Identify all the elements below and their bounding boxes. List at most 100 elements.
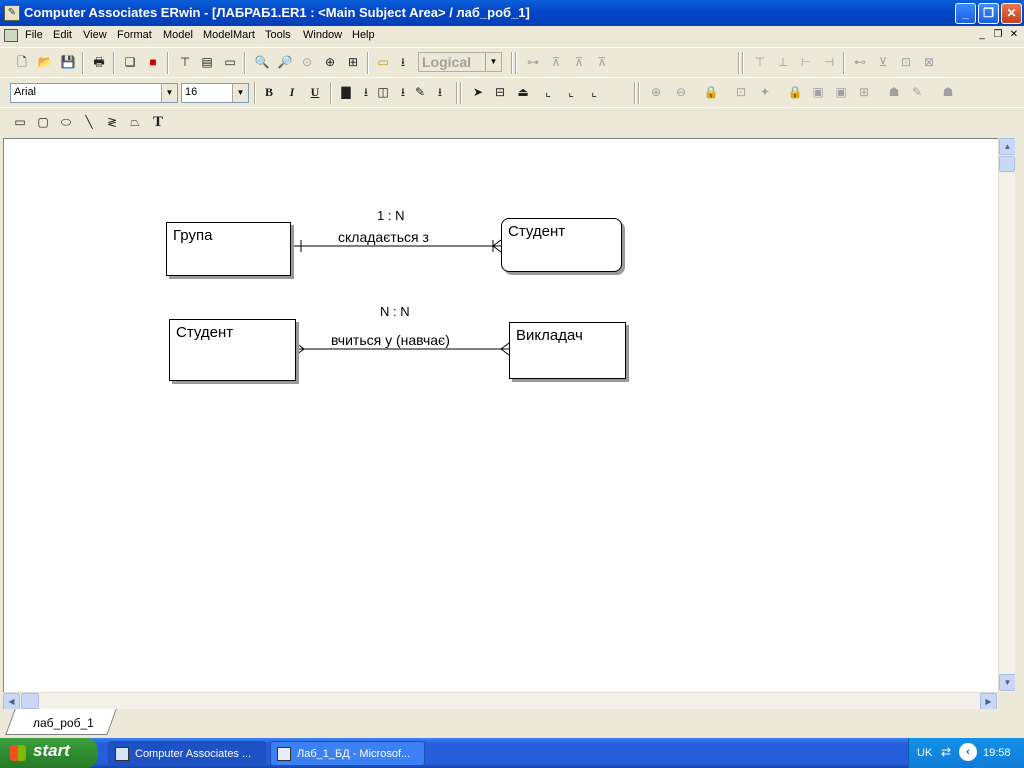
maximize-button[interactable]: ❐ [978, 3, 999, 24]
entity-vykladach[interactable]: Викладач [509, 322, 626, 379]
horizontal-scroll-thumb[interactable] [21, 693, 39, 709]
new-icon[interactable]: 🗋 [17, 55, 27, 69]
relationship-cardinality-1[interactable]: 1 : N [377, 208, 405, 223]
line-tool-icon[interactable]: ╲ [85, 115, 93, 129]
definition-display-icon[interactable]: ▭ [224, 55, 236, 69]
zoom-in-icon[interactable]: 🔎 [277, 55, 293, 69]
minimize-button[interactable]: _ [955, 3, 976, 24]
close-button[interactable]: ✕ [1001, 3, 1022, 24]
pointer-icon[interactable]: ➤ [472, 85, 484, 99]
text-tool-icon[interactable]: T [152, 114, 163, 130]
menu-format[interactable]: Format [117, 29, 152, 41]
grid-icon[interactable]: ⊞ [858, 85, 870, 99]
modelmart-connect-icon[interactable]: ⊕ [650, 85, 662, 99]
relationship-cardinality-2[interactable]: N : N [380, 304, 410, 319]
language-indicator[interactable]: UK [917, 747, 933, 759]
erwin-app-icon[interactable]: ✎ [4, 5, 20, 21]
vertical-scroll-thumb[interactable] [999, 156, 1015, 172]
library-edit-icon[interactable]: ▣ [835, 85, 847, 99]
start-button[interactable]: start [0, 738, 98, 768]
menu-help[interactable]: Help [352, 29, 375, 41]
mdi-minimize-button[interactable]: _ [979, 29, 985, 40]
diagram-canvas[interactable]: Група Студент Студент Викладач 1 : N скл… [3, 138, 998, 692]
entity-student-2[interactable]: Студент [169, 319, 296, 381]
zoom-normal-icon[interactable]: ⊙ [301, 55, 313, 69]
task-word[interactable]: Лаб_1_БД - Microsof... [270, 741, 425, 766]
pen-color-icon[interactable]: ✎ [414, 85, 426, 99]
same-width-icon[interactable]: ⊡ [900, 55, 912, 69]
document-icon[interactable] [4, 29, 18, 42]
ellipse-tool-icon[interactable]: ⬭ [60, 115, 72, 129]
entity-display-icon[interactable]: ⊤ [179, 55, 191, 69]
task-erwin[interactable]: Computer Associates ... [108, 741, 266, 766]
font-size-select[interactable]: 16 ▼ [181, 83, 249, 103]
user-edit-icon[interactable]: ✎ [911, 85, 923, 99]
open-icon[interactable]: 📂 [37, 55, 53, 69]
fill-color-icon[interactable]: ◫ [377, 85, 389, 99]
users-icon[interactable]: ☗ [888, 85, 900, 99]
modelmart-save-icon[interactable]: ⊡ [735, 85, 747, 99]
pin-icon[interactable]: ✦ [759, 85, 771, 99]
underline-button[interactable]: U [310, 85, 320, 99]
italic-button[interactable]: I [289, 85, 295, 99]
save-icon[interactable]: 💾 [60, 55, 76, 69]
non-identifying-relationship-icon[interactable]: ⌞ [591, 85, 597, 99]
zoom-area-icon[interactable]: ⊕ [324, 55, 336, 69]
display-level-icon[interactable]: ▭ [377, 55, 389, 69]
font-name-select[interactable]: Arial ▼ [10, 83, 178, 103]
menu-view[interactable]: View [83, 29, 107, 41]
entity-grupa[interactable]: Група [166, 222, 291, 276]
display-level-dropdown-icon[interactable]: ⭳ [400, 55, 406, 69]
fill-color-dropdown-icon[interactable]: ⭳ [400, 85, 406, 99]
hierarchy-icon[interactable]: ⊼ [574, 55, 584, 69]
align-left-icon[interactable]: ⊢ [800, 55, 812, 69]
scroll-up-icon[interactable]: ▲ [999, 138, 1016, 155]
network-icon[interactable]: ⊼ [597, 55, 607, 69]
same-height-icon[interactable]: ⊠ [923, 55, 935, 69]
identifying-relationship-icon[interactable]: ⌞ [545, 85, 551, 99]
rectangle-tool-icon[interactable]: ▭ [14, 115, 26, 129]
many-to-many-relationship-icon[interactable]: ⌞ [568, 85, 574, 99]
menu-file[interactable]: File [25, 29, 43, 41]
network-icon[interactable]: ⇄ [941, 745, 952, 759]
menu-modelmart[interactable]: ModelMart [203, 29, 255, 41]
entity-student-1[interactable]: Студент [501, 218, 622, 272]
menu-tools[interactable]: Tools [265, 29, 291, 41]
relationship-verb-2[interactable]: вчиться у (навчає) [331, 332, 450, 348]
view-level-select[interactable]: Logical ▼ [418, 52, 502, 72]
polygon-tool-icon[interactable]: ⏢ [130, 115, 140, 129]
horizontal-scrollbar[interactable]: ◀ ▶ [3, 692, 998, 710]
space-vertical-icon[interactable]: ⊻ [878, 55, 888, 69]
relationship-icon[interactable]: ⊶ [527, 55, 539, 69]
vertical-scrollbar[interactable]: ▲ ▼ [998, 138, 1016, 692]
entity-tool-icon[interactable]: ⊟ [494, 85, 506, 99]
category-tool-icon[interactable]: ⏏ [517, 85, 529, 99]
mdi-restore-button[interactable]: ❐ [993, 29, 1003, 40]
space-horizontal-icon[interactable]: ⊷ [854, 55, 866, 69]
menu-model[interactable]: Model [163, 29, 193, 41]
scroll-right-icon[interactable]: ▶ [980, 693, 997, 710]
modelmart-open-icon[interactable]: ⊖ [675, 85, 687, 99]
subject-area-icon[interactable]: ❏ [124, 55, 136, 69]
menu-window[interactable]: Window [303, 29, 343, 41]
lock-icon[interactable]: 🔒 [703, 85, 719, 99]
align-top-icon[interactable]: ⊤ [754, 55, 766, 69]
font-color-icon[interactable]: ▇ [341, 85, 351, 99]
team-icon[interactable]: ☗ [942, 85, 954, 99]
zoom-out-icon[interactable]: 🔍 [254, 55, 270, 69]
rounded-rectangle-tool-icon[interactable]: ▢ [37, 115, 49, 129]
tree-icon[interactable]: ⊼ [551, 55, 561, 69]
font-color-dropdown-icon[interactable]: ⭳ [363, 85, 369, 99]
bold-button[interactable]: B [264, 85, 273, 99]
menu-edit[interactable]: Edit [53, 29, 72, 41]
pen-color-dropdown-icon[interactable]: ⭳ [437, 85, 443, 99]
align-right-icon[interactable]: ⊣ [823, 55, 835, 69]
chevron-left-icon[interactable]: ‹ [959, 743, 977, 761]
security-lock-icon[interactable]: 🔒 [787, 85, 803, 99]
tab-laboratory-label[interactable]: лаб_роб_1 [33, 716, 94, 730]
align-bottom-icon[interactable]: ⊥ [777, 55, 789, 69]
library-icon[interactable]: ▣ [812, 85, 824, 99]
fit-model-icon[interactable]: ⊞ [347, 55, 359, 69]
print-icon[interactable]: 🖶 [93, 55, 105, 69]
scroll-left-icon[interactable]: ◀ [3, 693, 20, 710]
